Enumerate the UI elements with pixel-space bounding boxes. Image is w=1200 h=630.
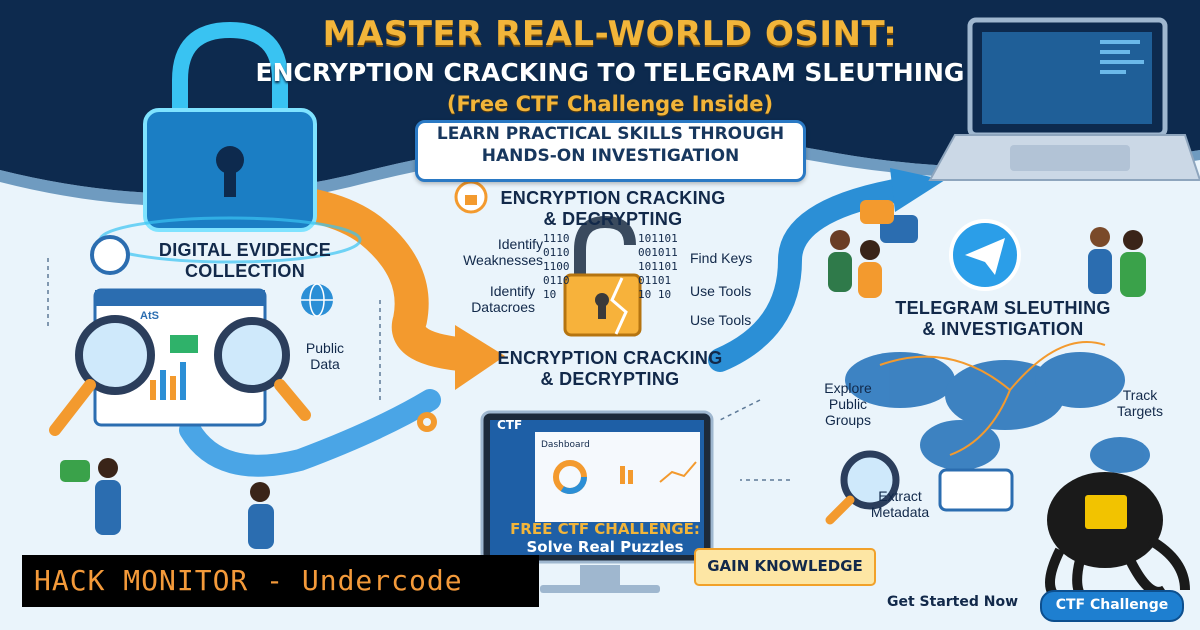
title-line-2: ENCRYPTION CRACKING TO TELEGRAM SLEUTHIN… (255, 58, 965, 87)
label-explore-groups-line3: Groups (825, 412, 871, 428)
section-digital-evidence: DIGITAL EVIDENCE COLLECTION (145, 240, 345, 282)
label-track-targets-line1: Track (1122, 387, 1158, 403)
label-identify-weaknesses: Identify Weaknesses (448, 236, 543, 268)
label-find-keys: Find Keys (690, 250, 753, 266)
label-identify-weaknesses-line2: Weaknesses (463, 252, 543, 268)
binary-left-4: 10 (543, 288, 557, 301)
gear-icon (417, 412, 437, 432)
blue-flow-arrow-left (179, 389, 441, 477)
label-explore-groups-line1: Explore (824, 380, 872, 396)
binary-left-1: 0110 (543, 246, 570, 259)
section-encryption-mid-line1: ENCRYPTION CRACKING (497, 348, 723, 368)
label-extract-metadata-line2: Metadata (870, 504, 930, 520)
label-extract-metadata: Extract Metadata (860, 488, 940, 520)
binary-right-4: 10 10 (638, 288, 672, 301)
screen-ctf-logo: CTF (497, 418, 523, 432)
section-encryption-mid-line2: & DECRYPTING (540, 369, 680, 389)
section-telegram-line1: TELEGRAM SLEUTHING (895, 298, 1111, 318)
banner-line-2: HANDS-ON INVESTIGATION (481, 146, 740, 166)
section-encryption-top: ENCRYPTION CRACKING & DECRYPTING (498, 188, 728, 230)
world-map-icon (845, 352, 1150, 473)
chat-icon (60, 200, 918, 482)
watermark-banner: HACK MONITOR - Undercode (22, 555, 539, 607)
get-started-link[interactable]: Get Started Now (887, 594, 1019, 610)
title-line-3: (Free CTF Challenge Inside) (446, 92, 774, 116)
binary-left-2: 1100 (543, 260, 570, 273)
label-public-data: Public Data (295, 340, 355, 372)
gain-knowledge-badge: GAIN KNOWLEDGE (694, 548, 876, 586)
ctf-challenge-button[interactable]: CTF Challenge (1040, 590, 1184, 622)
label-use-tools-2: Use Tools (690, 312, 752, 328)
label-ats: AtS (140, 310, 159, 322)
magnifier-icon (49, 235, 311, 436)
blue-flow-arrow-right (708, 178, 912, 372)
binary-left: 1110 0110 1100 0110 10 (543, 232, 570, 302)
section-digital-evidence-line2: COLLECTION (185, 261, 305, 281)
label-explore-groups: Explore Public Groups (812, 380, 884, 428)
section-telegram-line2: & INVESTIGATION (922, 319, 1084, 339)
label-identify-datacroes-line2: Datacroes (471, 299, 535, 315)
label-public-data-line2: Data (310, 356, 340, 372)
section-encryption-mid: ENCRYPTION CRACKING & DECRYPTING (492, 348, 728, 390)
section-digital-evidence-line1: DIGITAL EVIDENCE (158, 240, 332, 260)
screen-free-ctf-line2: Solve Real Puzzles (526, 538, 684, 556)
binary-right-0: 101101 (638, 232, 678, 245)
people-illustration (95, 227, 1146, 549)
binary-right-1: 001011 (638, 246, 678, 259)
screen-free-ctf: FREE CTF CHALLENGE: Solve Real Puzzles (490, 520, 720, 556)
binary-right-2: 101101 (638, 260, 678, 273)
skills-banner: LEARN PRACTICAL SKILLS THROUGH HANDS-ON … (415, 120, 806, 182)
laptop-icon (928, 17, 1200, 181)
section-telegram: TELEGRAM SLEUTHING & INVESTIGATION (888, 298, 1118, 340)
robot-octopus-icon (1045, 472, 1190, 610)
binary-right: 101101 001011 101101 01101 10 10 (638, 232, 678, 302)
section-encryption-top-line2: & DECRYPTING (543, 209, 683, 229)
section-encryption-top-line1: ENCRYPTION CRACKING (500, 188, 726, 208)
screen-free-ctf-line1: FREE CTF CHALLENGE: (510, 520, 700, 538)
title-line-1: MASTER REAL-WORLD OSINT: (322, 14, 898, 54)
padlock-icon (98, 21, 362, 264)
label-public-data-line1: Public (305, 340, 345, 356)
screen-dashboard-title: Dashboard (541, 440, 590, 450)
ctf-monitor (480, 410, 714, 593)
label-identify-datacroes-line1: Identify (489, 283, 535, 299)
label-extract-metadata-line1: Extract (878, 488, 922, 504)
label-explore-groups-line2: Public (828, 396, 868, 412)
label-track-targets-line2: Targets (1117, 403, 1163, 419)
label-identify-weaknesses-line1: Identify (497, 236, 543, 252)
binary-left-3: 0110 (543, 274, 570, 287)
globe-icon (301, 283, 333, 317)
banner-line-1: LEARN PRACTICAL SKILLS THROUGH (436, 124, 785, 144)
label-use-tools-1: Use Tools (690, 283, 752, 299)
binary-right-3: 01101 (638, 274, 672, 287)
binary-left-0: 1110 (543, 232, 570, 245)
broken-padlock-icon (563, 215, 642, 337)
label-identify-datacroes: Identify Datacroes (440, 283, 535, 315)
label-track-targets: Track Targets (1105, 387, 1175, 419)
telegram-icon (949, 219, 1021, 291)
